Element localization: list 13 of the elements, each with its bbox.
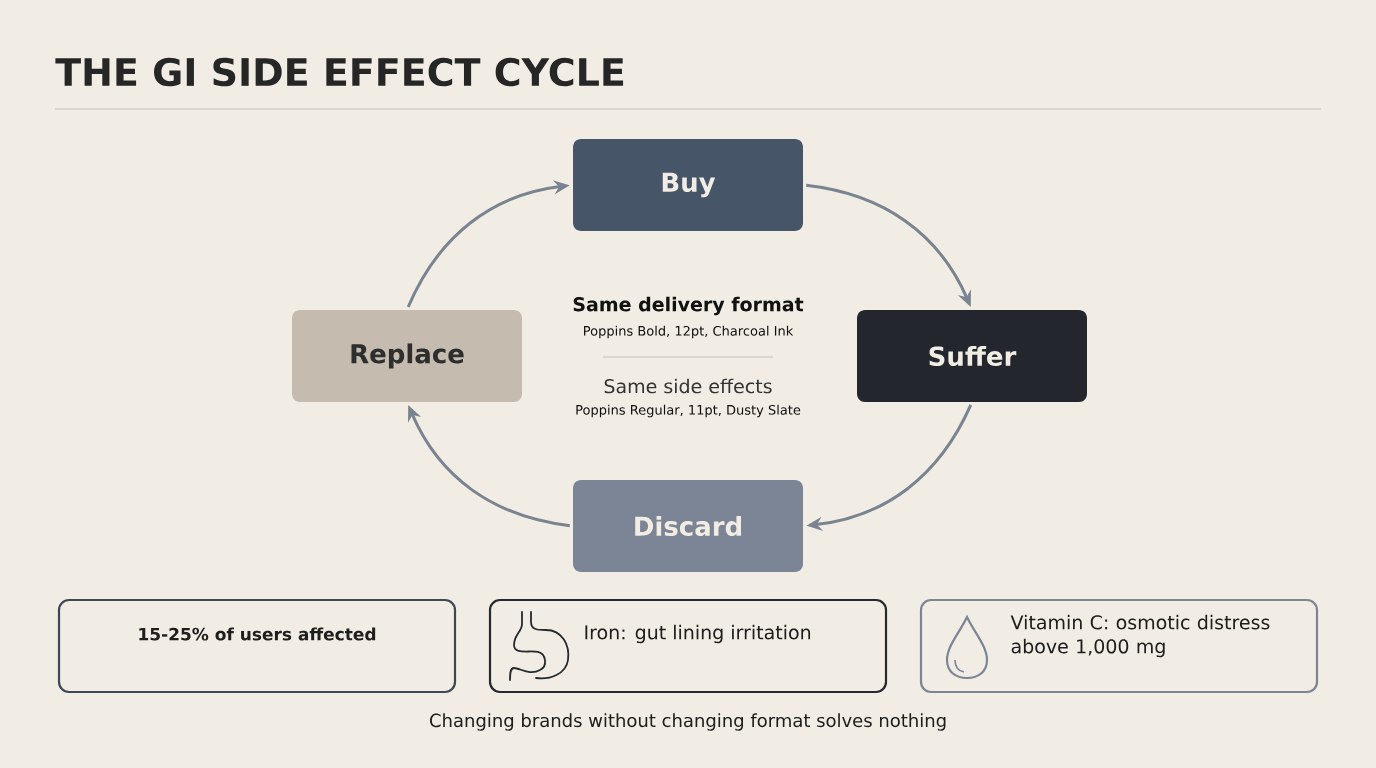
font-note: Poppins Bold, 12pt, Charcoal Ink <box>584 325 794 339</box>
info-box: Vitamin C: osmotic distress above 1,000 mg <box>919 598 1319 694</box>
heading: Same side effects <box>604 378 772 394</box>
cycle-box: Discard <box>573 480 803 572</box>
title: THE GI SIDE EFFECT CYCLE <box>55 57 624 87</box>
heading: Same delivery format <box>573 296 804 316</box>
cycle-box: Replace <box>292 310 522 402</box>
cycle-box: Buy <box>573 139 803 231</box>
info-box: Iron: gut lining irritation <box>488 598 888 694</box>
info-box: 15-25% of users affected <box>57 598 457 694</box>
caption: Changing brands without changing format solves nothing <box>430 713 946 731</box>
cycle-box: Suffer <box>857 310 1087 402</box>
font-note: Poppins Regular, 11pt, Dusty Slate <box>576 404 801 418</box>
